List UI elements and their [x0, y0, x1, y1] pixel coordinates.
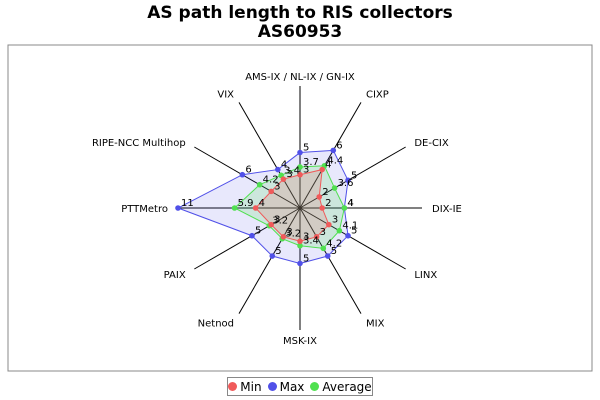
value-label: 3.2: [285, 229, 301, 240]
value-label: 3.2: [272, 216, 288, 227]
data-point-average: [256, 181, 263, 188]
data-point-min: [252, 205, 259, 211]
value-label: 4: [325, 160, 331, 171]
data-point-average: [336, 227, 343, 234]
legend-min-label: Min: [240, 379, 262, 394]
data-point-max: [297, 260, 303, 267]
data-point-average: [320, 245, 327, 252]
data-point-min: [319, 166, 325, 173]
data-point-max: [330, 147, 337, 154]
data-point-max: [324, 253, 331, 259]
value-label: 3: [303, 165, 309, 176]
value-label: 5: [275, 246, 281, 257]
data-point-min: [280, 234, 287, 240]
value-label: 3: [286, 227, 292, 238]
legend-item-average: Average: [310, 379, 372, 394]
data-point-max: [345, 232, 351, 239]
category-label: AMS-IX / NL-IX / GN-IX: [245, 72, 355, 83]
max-dot-icon: [267, 382, 277, 391]
axis-spoke: [194, 207, 301, 270]
data-point-max: [345, 177, 351, 184]
data-point-average: [297, 164, 303, 170]
legend-item-min: Min: [228, 379, 262, 394]
category-label: Netnod: [198, 318, 234, 329]
category-label: DE-CIX: [414, 138, 449, 149]
legend: Min Max Average: [227, 377, 373, 396]
data-point-min: [280, 176, 287, 182]
data-point-max: [239, 171, 246, 178]
category-label: LINX: [414, 270, 437, 281]
value-label: 5.9: [238, 198, 254, 209]
value-label: 3.6: [338, 178, 354, 189]
data-point-max: [275, 166, 281, 173]
value-label: 3: [274, 181, 280, 192]
category-label: DIX-IE: [432, 204, 462, 215]
value-label: 3: [286, 169, 292, 180]
category-label: RIPE-NCC Multihop: [92, 138, 186, 149]
data-point-average: [231, 205, 238, 211]
data-point-max: [175, 205, 181, 211]
axis-spoke: [238, 207, 301, 314]
value-label: 5: [351, 226, 357, 237]
value-label: 4: [347, 198, 353, 209]
data-point-min: [313, 234, 320, 240]
min-dot-icon: [228, 382, 238, 391]
chart-title: AS path length to RIS collectors: [147, 3, 453, 23]
value-label: 3: [332, 215, 338, 226]
data-point-min: [268, 188, 274, 195]
category-label: PTTMetro: [121, 204, 168, 215]
average-dot-icon: [310, 382, 320, 391]
data-point-min: [326, 221, 332, 228]
value-label: 4: [259, 198, 265, 209]
data-point-min: [297, 238, 303, 245]
data-point-average: [297, 242, 303, 249]
value-label: 4.2: [263, 175, 279, 186]
value-label: 3.7: [303, 157, 319, 168]
category-label: PAIX: [164, 270, 186, 281]
category-label: MSK-IX: [283, 336, 317, 347]
value-label: 4: [347, 198, 353, 209]
data-point-average: [341, 205, 348, 211]
value-label: 3: [303, 231, 309, 242]
data-point-min: [319, 205, 325, 211]
data-point-min: [316, 194, 323, 200]
value-label: 3.4: [284, 165, 300, 176]
value-label: 5: [303, 143, 309, 154]
legend-average-label: Average: [322, 379, 372, 394]
axis-spoke: [299, 207, 406, 270]
value-label: 3.4: [303, 236, 319, 247]
axis-spoke: [299, 207, 362, 314]
data-point-max: [249, 232, 255, 239]
value-label: 4.1: [342, 221, 358, 232]
value-label: 11: [181, 198, 194, 209]
value-label: 5: [351, 170, 357, 181]
value-label: 3: [320, 227, 326, 238]
value-label: 2: [325, 198, 331, 209]
value-label: 6: [245, 165, 251, 176]
axis-spoke: [194, 146, 301, 209]
legend-item-max: Max: [267, 379, 305, 394]
data-point-max: [269, 253, 276, 259]
value-label: 2: [322, 187, 328, 198]
category-label: MIX: [366, 318, 385, 329]
legend-max-label: Max: [279, 379, 305, 394]
data-point-max: [297, 149, 303, 156]
axis-spoke: [299, 102, 362, 209]
value-label: 5: [255, 226, 261, 237]
value-label: 3: [274, 215, 280, 226]
value-label: 4.4: [327, 156, 343, 167]
axis-spoke: [238, 102, 301, 209]
value-label: 5: [303, 253, 309, 264]
value-label: 4.2: [326, 238, 342, 249]
value-label: 4: [281, 160, 287, 171]
data-point-average: [331, 185, 338, 191]
value-label: 6: [336, 140, 342, 151]
data-point-min: [297, 171, 303, 178]
data-point-min: [268, 221, 274, 228]
category-label: VIX: [217, 90, 234, 101]
chart-subtitle: AS60953: [257, 22, 343, 42]
value-label: 5: [331, 246, 337, 257]
category-label: CIXP: [366, 90, 389, 101]
